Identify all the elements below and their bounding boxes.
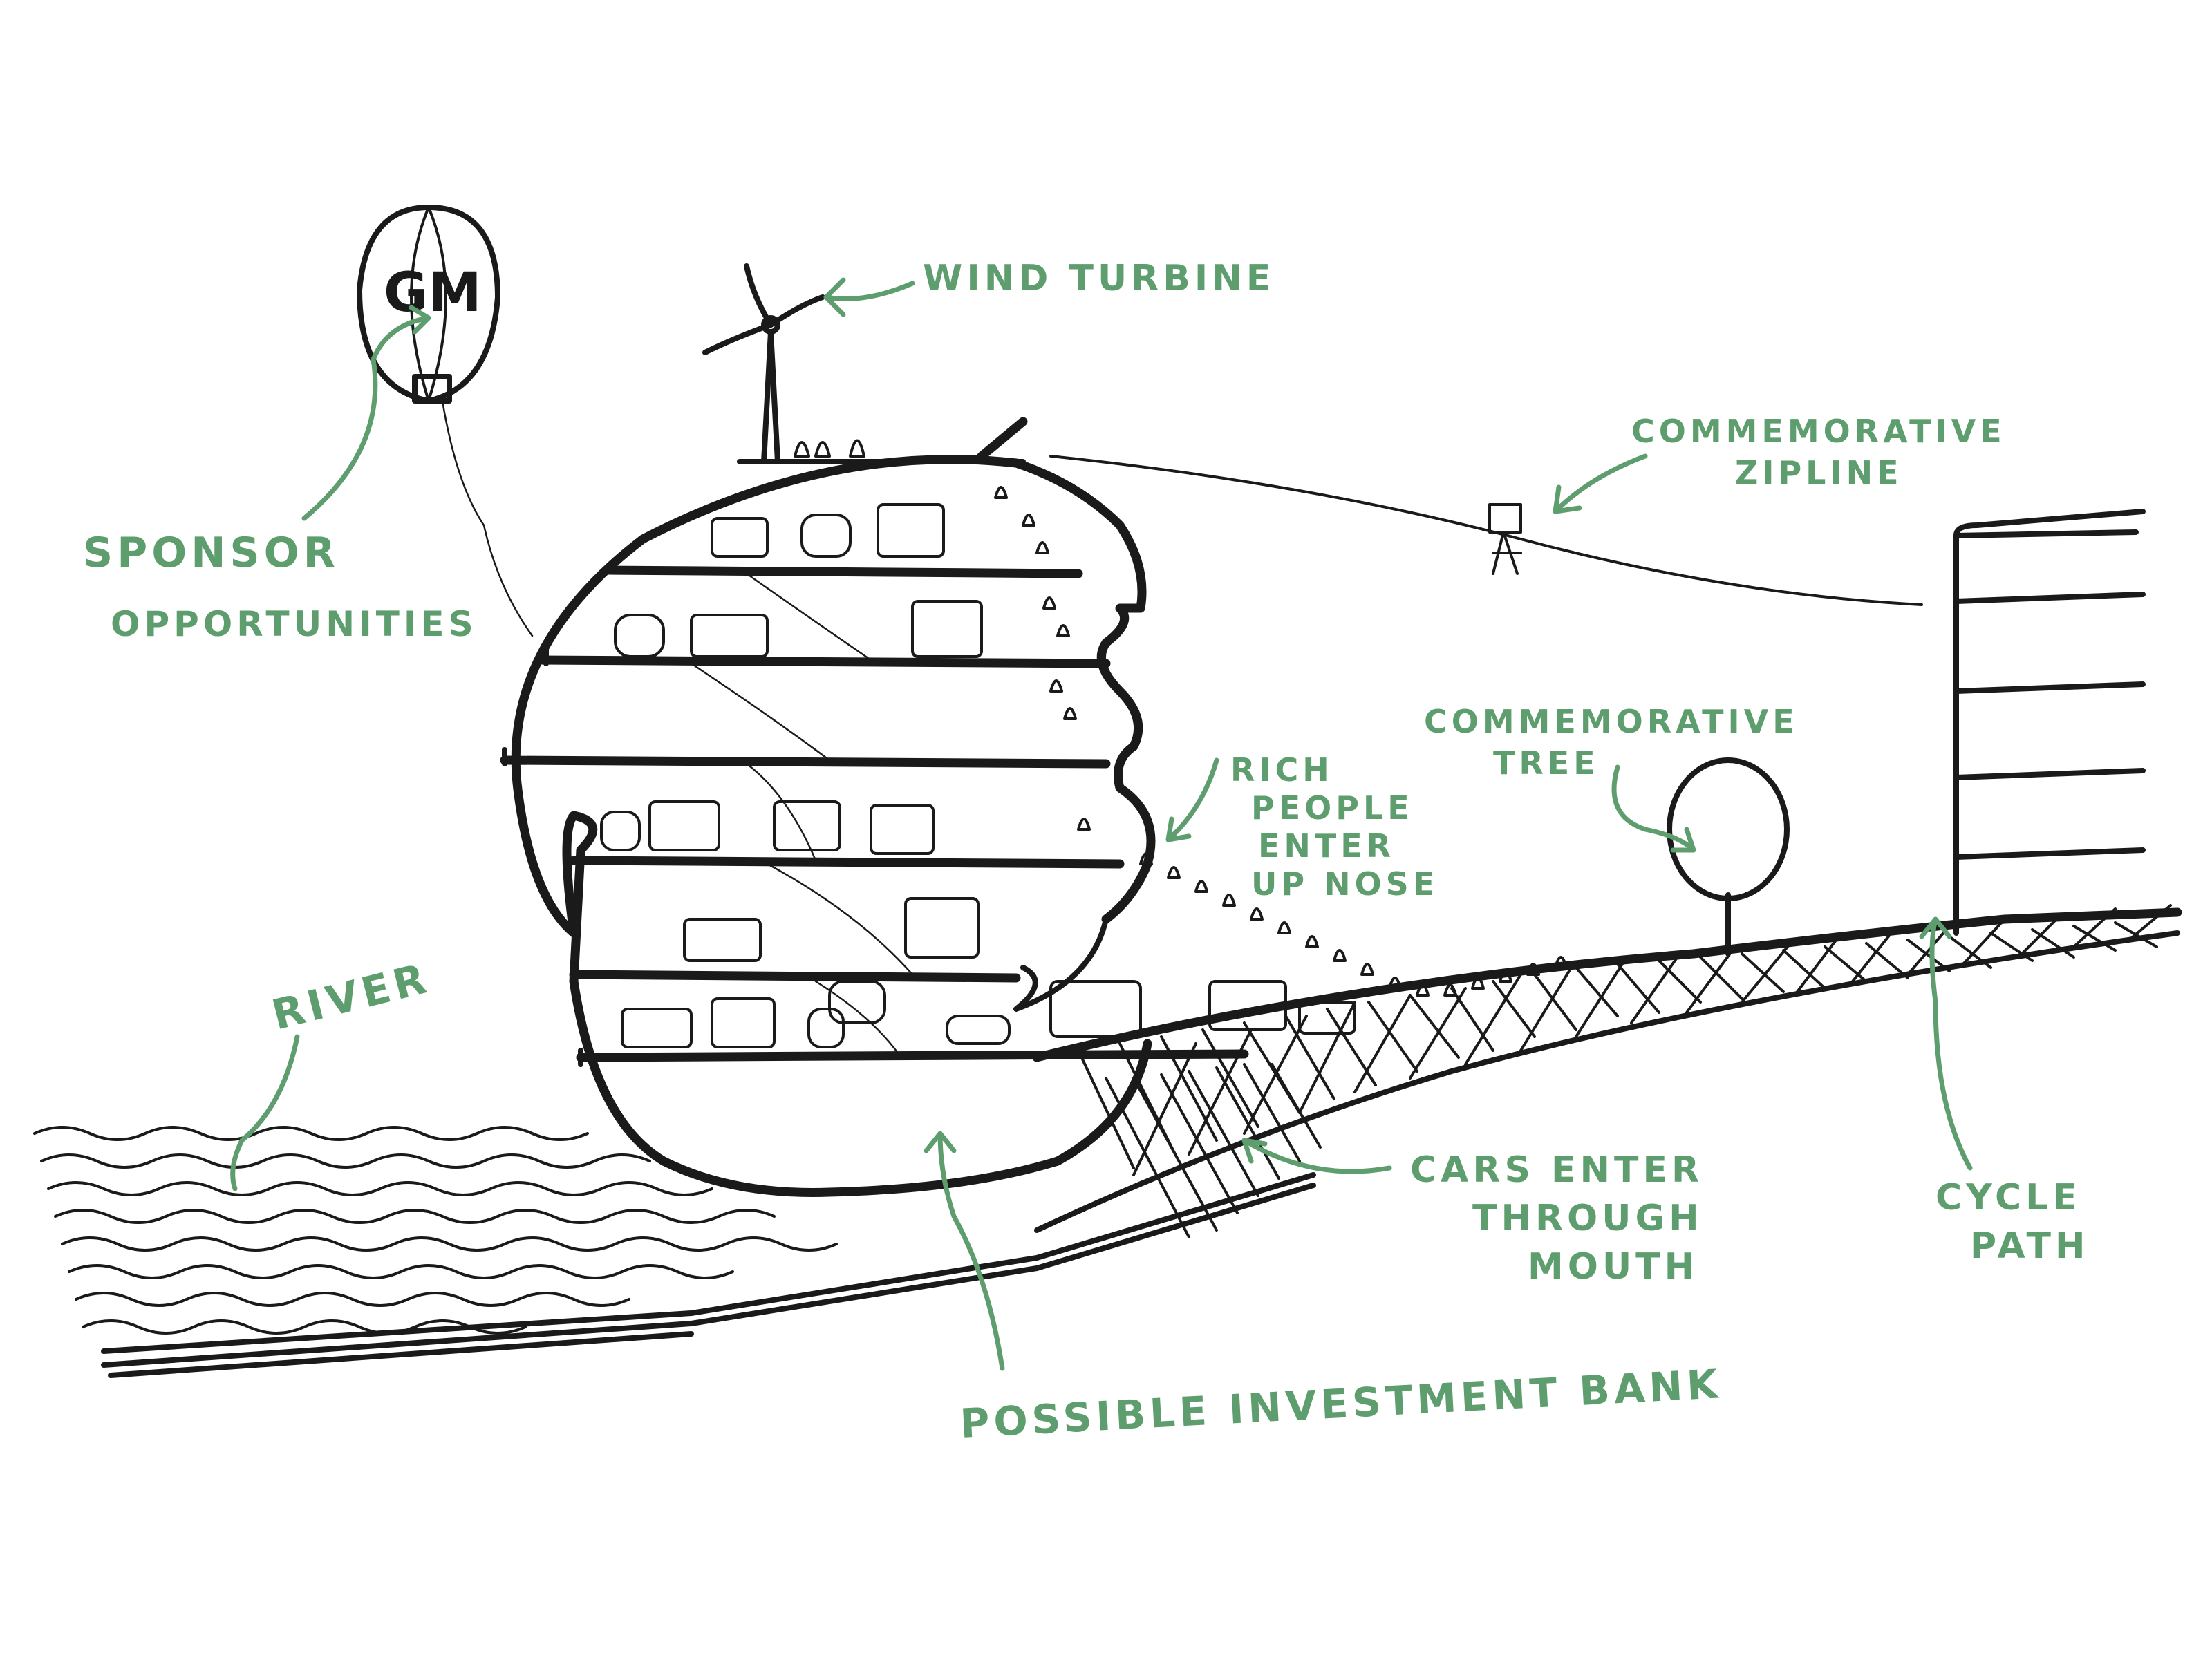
label-cycle-line2: PATH xyxy=(1970,1225,2090,1267)
label-investment-bank: POSSIBLE INVESTMENT BANK xyxy=(959,1360,1723,1447)
label-tree-line1: COMMEMORATIVE xyxy=(1424,703,1799,740)
river-water xyxy=(35,1127,836,1333)
wind-turbine xyxy=(705,266,823,462)
label-sponsor-line2: OPPORTUNITIES xyxy=(111,604,478,644)
arrow-zipline xyxy=(1555,456,1645,511)
commemorative-tree xyxy=(1669,760,1787,954)
arrow-wind-turbine xyxy=(826,280,912,314)
label-zipline-line1: COMMEMORATIVE xyxy=(1631,413,2006,450)
label-river: RIVER xyxy=(268,954,435,1039)
foreground-hatch xyxy=(1106,1064,1320,1237)
label-wind-turbine: WIND TURBINE xyxy=(923,258,1275,299)
label-rich-line4: UP NOSE xyxy=(1251,865,1438,903)
label-cars-line3: MOUTH xyxy=(1528,1246,1698,1288)
label-rich-line2: PEOPLE xyxy=(1251,789,1414,827)
label-zipline-line2: ZIPLINE xyxy=(1735,454,1903,491)
label-cycle-line1: CYCLE xyxy=(1936,1177,2081,1218)
balloon-logo: GM xyxy=(384,262,482,324)
label-rich-line3: ENTER xyxy=(1258,827,1395,865)
gm-balloon: GM xyxy=(359,207,532,636)
arrow-rich-people xyxy=(1168,760,1217,840)
annotation-labels: WIND TURBINE COMMEMORATIVE ZIPLINE SPONS… xyxy=(83,258,2090,1447)
arrow-tree xyxy=(1614,767,1694,850)
label-tree-line2: TREE xyxy=(1493,744,1600,782)
label-rich-line1: RICH xyxy=(1230,751,1333,789)
label-sponsor-line1: SPONSOR xyxy=(83,529,339,577)
label-cars-line1: CARS ENTER xyxy=(1410,1149,1703,1191)
label-cars-line2: THROUGH xyxy=(1472,1198,1703,1239)
arrow-investment-bank xyxy=(926,1133,1002,1368)
building-right xyxy=(1956,511,2143,933)
